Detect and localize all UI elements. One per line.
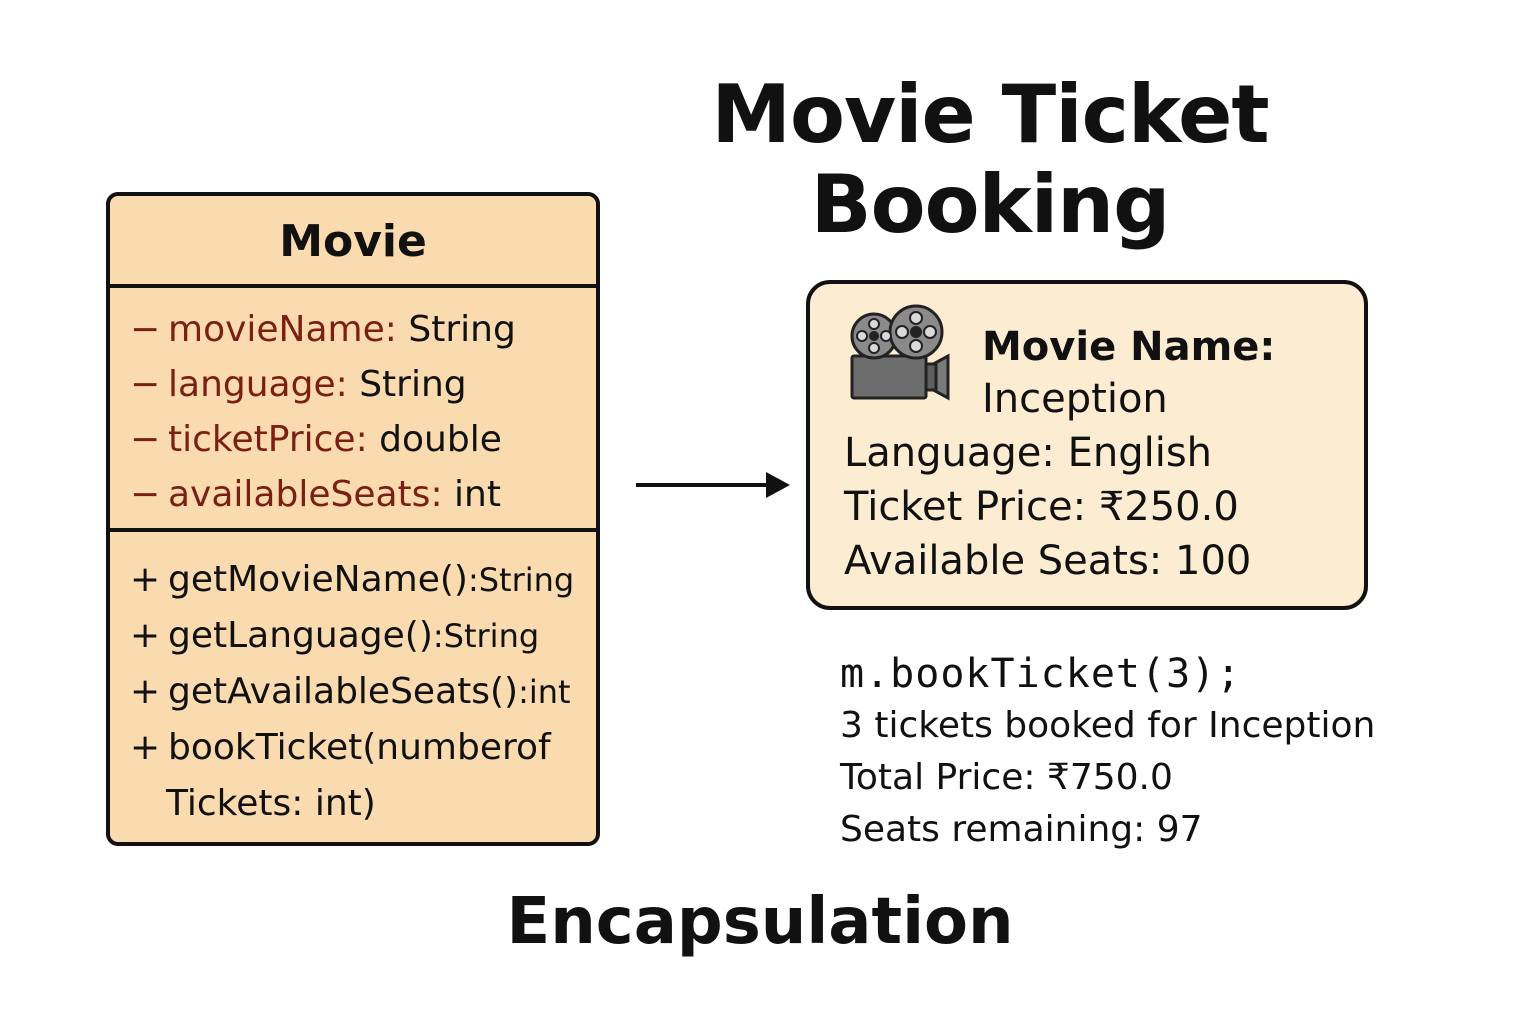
attribute-separator: : bbox=[430, 474, 443, 515]
attribute-separator: : bbox=[335, 364, 348, 405]
movie-name-value: Inception bbox=[982, 376, 1168, 422]
attribute-type: double bbox=[379, 419, 502, 460]
method-signature-continuation: Tickets: int) bbox=[166, 783, 376, 824]
available-seats-line: Available Seats: 100 bbox=[844, 538, 1252, 584]
title-line-1: Movie Ticket bbox=[711, 68, 1269, 161]
ticket-price-line: Ticket Price: ₹250.0 bbox=[844, 484, 1239, 530]
attribute-name: movieName bbox=[168, 309, 385, 350]
method-signature: getLanguage() bbox=[168, 615, 433, 656]
attribute-name: language bbox=[168, 364, 336, 405]
uml-class-name: Movie bbox=[110, 196, 596, 288]
language-line: Language: English bbox=[844, 430, 1213, 476]
attribute-type: int bbox=[454, 474, 501, 515]
movie-name-label: Movie Name: bbox=[982, 324, 1276, 370]
method-row: +bookTicket(numberof bbox=[110, 720, 596, 776]
attribute-type: String bbox=[359, 364, 467, 405]
movie-projector-icon bbox=[850, 304, 950, 401]
arrow-right-icon bbox=[636, 472, 790, 498]
method-signature: getMovieName() bbox=[168, 559, 468, 600]
method-row: +getLanguage():String bbox=[110, 608, 596, 664]
method-return-type: :String bbox=[432, 617, 540, 655]
booking-output: m.bookTicket(3); 3 tickets booked for In… bbox=[840, 648, 1375, 856]
attribute-visibility: − bbox=[130, 364, 161, 405]
code-call: m.bookTicket(3); bbox=[840, 651, 1242, 697]
method-row: +getMovieName():String bbox=[110, 552, 596, 608]
method-visibility: + bbox=[130, 559, 161, 600]
ticket-card: Movie Name: Inception Language: English … bbox=[806, 280, 1368, 610]
attribute-name: availableSeats bbox=[168, 474, 431, 515]
booking-result-line: 3 tickets booked for Inception bbox=[840, 705, 1376, 746]
method-row: +getAvailableSeats():int bbox=[110, 664, 596, 720]
diagram-title: Movie Ticket Booking bbox=[690, 70, 1290, 250]
uml-methods-section: +getMovieName():String +getLanguage():St… bbox=[110, 532, 596, 831]
method-signature: bookTicket(numberof bbox=[168, 727, 551, 768]
method-signature: getAvailableSeats() bbox=[168, 671, 519, 712]
attribute-separator: : bbox=[384, 309, 397, 350]
uml-class-box: Movie −movieName: String −language: Stri… bbox=[106, 192, 600, 846]
seats-remaining-line: Seats remaining: 97 bbox=[840, 809, 1203, 850]
attribute-row: −movieName: String bbox=[110, 302, 596, 357]
method-visibility: + bbox=[130, 671, 161, 712]
concept-label: Encapsulation bbox=[506, 885, 1014, 959]
method-return-type: :String bbox=[467, 561, 575, 599]
method-return-type: :int bbox=[518, 673, 571, 711]
attribute-row: −language: String bbox=[110, 357, 596, 412]
uml-attributes-section: −movieName: String −language: String −ti… bbox=[110, 288, 596, 532]
attribute-visibility: − bbox=[130, 474, 161, 515]
attribute-row: −availableSeats: int bbox=[110, 467, 596, 522]
attribute-name: ticketPrice bbox=[168, 419, 356, 460]
total-price-line: Total Price: ₹750.0 bbox=[840, 757, 1173, 798]
method-visibility: + bbox=[130, 727, 161, 768]
attribute-visibility: − bbox=[130, 419, 161, 460]
attribute-row: −ticketPrice: double bbox=[110, 412, 596, 467]
attribute-type: String bbox=[408, 309, 516, 350]
title-line-2: Booking bbox=[810, 158, 1171, 251]
attribute-separator: : bbox=[355, 419, 368, 460]
method-visibility: + bbox=[130, 615, 161, 656]
attribute-visibility: − bbox=[130, 309, 161, 350]
